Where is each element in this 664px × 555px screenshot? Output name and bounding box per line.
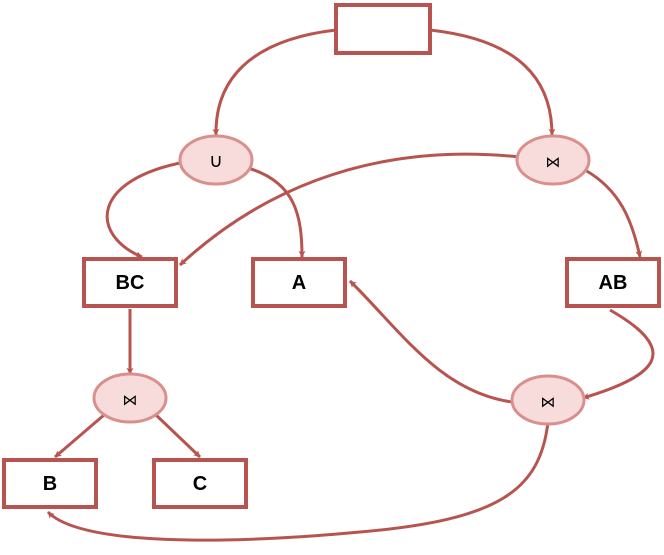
relation-a-box: A: [251, 257, 347, 308]
union-symbol: ∪: [209, 150, 223, 172]
relation-a-label: A: [292, 272, 306, 294]
edges: [46, 28, 655, 542]
relation-b-box: B: [2, 458, 98, 509]
union-operator: ∪: [178, 134, 254, 186]
edge-root-to-union: [212, 28, 337, 136]
edge-union-to-a: [247, 166, 306, 258]
relation-c-box: C: [152, 458, 248, 509]
edge-join-top-right-to-ab: [584, 168, 643, 258]
edge-join-top-right-to-bc: [178, 152, 521, 267]
join-operator-top-right: ⋈: [515, 134, 591, 186]
join-symbol-top-right: ⋈: [546, 153, 561, 171]
join-symbol-bc: ⋈: [123, 391, 138, 409]
relation-ab-label: AB: [599, 272, 628, 294]
relation-c-label: C: [193, 473, 207, 495]
relation-bc-box: BC: [82, 257, 178, 308]
edge-join-bc-to-c: [154, 413, 202, 459]
edge-join-ab-to-a: [348, 279, 513, 404]
relation-b-label: B: [43, 473, 57, 495]
edge-join-bc-to-b: [54, 413, 105, 459]
edge-ab-to-join-ab: [582, 308, 655, 400]
relation-bc-label: BC: [116, 272, 145, 294]
edge-union-to-bc: [105, 160, 186, 259]
join-operator-bc: ⋈: [92, 372, 168, 424]
join-operator-ab: ⋈: [510, 374, 586, 426]
join-symbol-ab: ⋈: [541, 393, 556, 411]
relation-ab-box: AB: [565, 257, 661, 308]
edge-join-ab-to-b: [46, 421, 550, 542]
root-box: [334, 3, 432, 55]
edge-root-to-join-top-right: [429, 28, 556, 136]
